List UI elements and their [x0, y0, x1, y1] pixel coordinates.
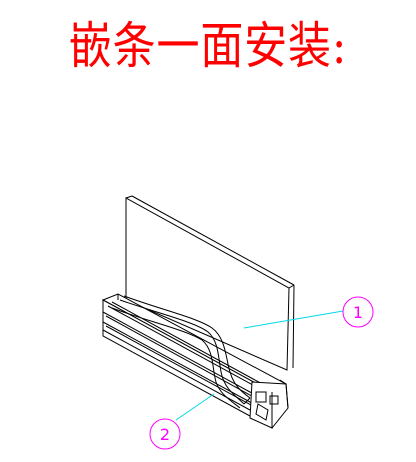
aluminium-profile	[101, 293, 289, 429]
embedded-strip	[111, 295, 251, 409]
callout-1-leader	[243, 310, 344, 329]
callout-1-label: 1	[353, 303, 363, 322]
callout-2-circle	[149, 418, 181, 450]
callout-2-leader	[175, 393, 215, 421]
callout-1-circle	[342, 296, 374, 328]
page-title: 嵌条一面安装:	[68, 17, 348, 75]
callout-2-label: 2	[160, 425, 170, 444]
callout-1: 1	[243, 296, 374, 329]
callout-2: 2	[149, 393, 215, 450]
